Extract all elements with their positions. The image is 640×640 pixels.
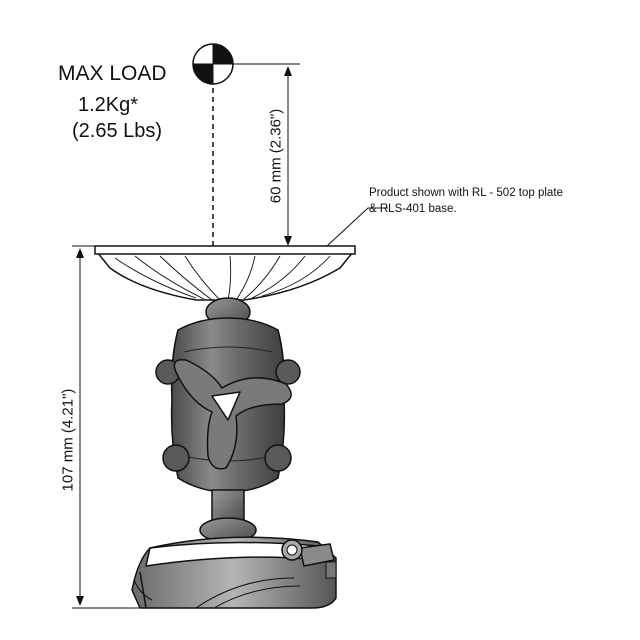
dimension-label-top: 60 mm (2.36") bbox=[268, 109, 285, 204]
dimension-line-left bbox=[72, 245, 150, 609]
dimension-text-top: 60 mm (2.36") bbox=[267, 108, 285, 204]
max-load-kg: 1.2Kg* bbox=[78, 94, 139, 116]
dimension-label-left: 107 mm (4.21") bbox=[60, 389, 77, 492]
top-plate bbox=[94, 245, 356, 301]
dimension-text-left: 107 mm (4.21") bbox=[59, 388, 77, 492]
base bbox=[131, 536, 337, 609]
product-note-line-1: Product shown with RL - 502 top plate bbox=[369, 187, 563, 199]
center-of-gravity-icon bbox=[192, 43, 234, 85]
dimension-line-top bbox=[228, 63, 300, 246]
max-load-title: MAX LOAD bbox=[58, 62, 167, 85]
max-load-lbs: (2.65 Lbs) bbox=[72, 120, 163, 142]
tri-lobe-knob bbox=[173, 359, 292, 470]
note-leader-line bbox=[326, 207, 388, 247]
product-note-line-2: & RLS-401 base. bbox=[369, 203, 457, 215]
